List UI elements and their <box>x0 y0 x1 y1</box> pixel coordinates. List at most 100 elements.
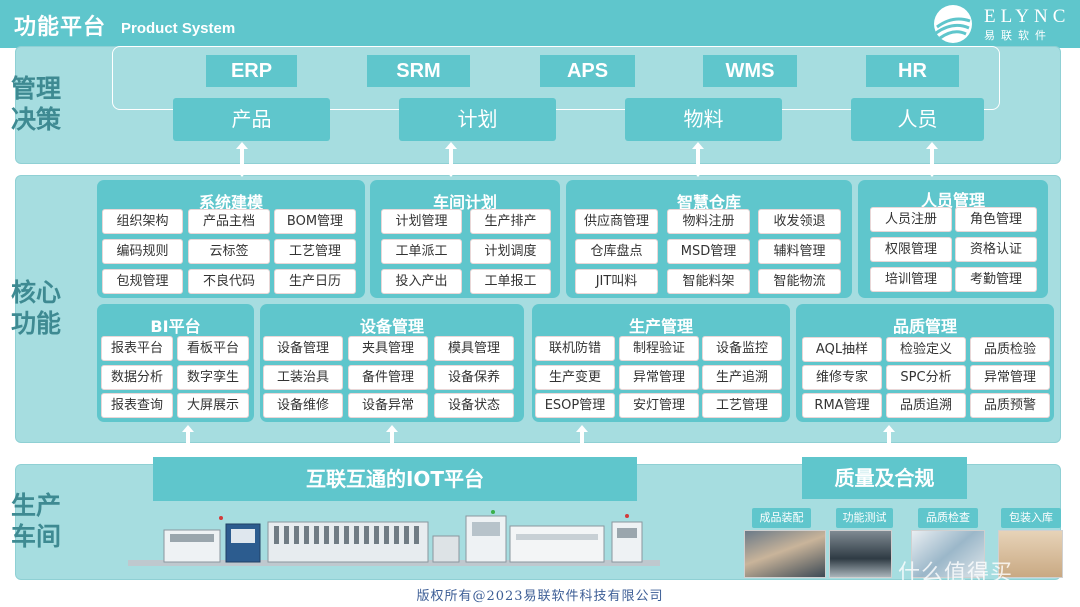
module-quality: 品质管理 AQL抽样 检验定义 品质检验 维修专家 SPC分析 异常管理 RMA… <box>796 304 1054 422</box>
module-title: 生产管理 <box>628 317 693 336</box>
module-item[interactable]: 大屏展示 <box>177 393 249 418</box>
module-title: 人员管理 <box>920 191 985 210</box>
module-item[interactable]: 投入产出 <box>381 269 462 294</box>
systems-frame <box>112 46 1000 110</box>
module-item[interactable]: 制程验证 <box>619 336 699 361</box>
smt-production-line-image <box>128 510 660 566</box>
module-item[interactable]: 模具管理 <box>434 336 514 361</box>
module-item[interactable]: 工装治具 <box>263 365 343 390</box>
module-item[interactable]: 联机防错 <box>535 336 615 361</box>
module-item[interactable]: 品质追溯 <box>886 393 966 418</box>
company-logo: ELYNC 易联软件 <box>932 2 1072 46</box>
module-item[interactable]: 生产追溯 <box>702 365 782 390</box>
module-item[interactable]: 夹具管理 <box>348 336 428 361</box>
category-plan: 计划 <box>399 98 556 141</box>
module-item[interactable]: 设备异常 <box>348 393 428 418</box>
module-item[interactable]: 检验定义 <box>886 337 966 362</box>
module-item[interactable]: 产品主档 <box>188 209 270 234</box>
module-item[interactable]: 仓库盘点 <box>575 239 658 264</box>
module-item[interactable]: 安灯管理 <box>619 393 699 418</box>
assembly-photo <box>744 530 826 578</box>
module-item[interactable]: 供应商管理 <box>575 209 658 234</box>
category-material: 物料 <box>625 98 782 141</box>
module-item[interactable]: 工艺管理 <box>702 393 782 418</box>
function-test-photo <box>829 530 892 578</box>
module-item[interactable]: 智能物流 <box>758 269 841 294</box>
system-hr: HR <box>866 55 959 87</box>
module-item[interactable]: 计划调度 <box>470 239 551 264</box>
iot-platform-bar: 互联互通的IOT平台 <box>153 457 637 501</box>
module-item[interactable]: 权限管理 <box>870 237 952 262</box>
section-label-shopfloor: 生产车间 <box>10 491 61 551</box>
module-item[interactable]: 设备保养 <box>434 365 514 390</box>
module-title: 车间计划 <box>432 193 497 212</box>
copyright-text: 版权所有@2023易联软件科技有限公司 <box>416 589 664 604</box>
double-arrow-icon <box>385 424 399 460</box>
double-arrow-icon <box>444 141 458 178</box>
module-item[interactable]: 计划管理 <box>381 209 462 234</box>
module-item[interactable]: AQL抽样 <box>802 337 882 362</box>
system-aps: APS <box>540 55 635 87</box>
module-item[interactable]: 异常管理 <box>970 365 1050 390</box>
module-item[interactable]: 数字孪生 <box>177 365 249 390</box>
module-item[interactable]: 报表查询 <box>101 393 173 418</box>
module-item[interactable]: 生产排产 <box>470 209 551 234</box>
module-item[interactable]: 人员注册 <box>870 207 952 232</box>
logo-brand-cn: 易联软件 <box>984 29 1052 42</box>
module-item[interactable]: 编码规则 <box>102 239 183 264</box>
module-item[interactable]: 收发领退 <box>758 209 841 234</box>
module-item[interactable]: 角色管理 <box>955 207 1037 232</box>
module-item[interactable]: 云标签 <box>188 239 270 264</box>
module-item[interactable]: 考勤管理 <box>955 267 1037 292</box>
watermark-text: 什么值得买 shifair <box>898 560 1014 607</box>
module-title: 设备管理 <box>359 317 424 336</box>
module-item[interactable]: 备件管理 <box>348 365 428 390</box>
module-item[interactable]: 维修专家 <box>802 365 882 390</box>
photo-label: 成品装配 <box>752 508 811 528</box>
module-item[interactable]: RMA管理 <box>802 393 882 418</box>
module-item[interactable]: 资格认证 <box>955 237 1037 262</box>
module-item[interactable]: 工单报工 <box>470 269 551 294</box>
double-arrow-icon <box>882 424 896 460</box>
module-item[interactable]: JIT叫料 <box>575 269 658 294</box>
section-label-core: 核心功能 <box>10 278 61 338</box>
module-item[interactable]: 不良代码 <box>188 269 270 294</box>
double-arrow-icon <box>925 141 939 178</box>
module-item[interactable]: 看板平台 <box>177 336 249 361</box>
module-item[interactable]: BOM管理 <box>274 209 356 234</box>
module-item[interactable]: 报表平台 <box>101 336 173 361</box>
module-item[interactable]: 设备监控 <box>702 336 782 361</box>
module-item[interactable]: 生产日历 <box>274 269 356 294</box>
module-equipment: 设备管理 设备管理 夹具管理 模具管理 工装治具 备件管理 设备保养 设备维修 … <box>260 304 524 422</box>
module-item[interactable]: 培训管理 <box>870 267 952 292</box>
module-item[interactable]: 设备维修 <box>263 393 343 418</box>
module-item[interactable]: ESOP管理 <box>535 393 615 418</box>
logo-sphere-icon <box>934 5 972 43</box>
module-item[interactable]: 智能料架 <box>667 269 750 294</box>
module-item[interactable]: 数据分析 <box>101 365 173 390</box>
module-item[interactable]: 工艺管理 <box>274 239 356 264</box>
module-item[interactable]: 品质预警 <box>970 393 1050 418</box>
system-srm: SRM <box>367 55 470 87</box>
page-subtitle: Product System <box>121 20 236 37</box>
module-item[interactable]: 品质检验 <box>970 337 1050 362</box>
module-item[interactable]: MSD管理 <box>667 239 750 264</box>
section-label-management: 管理决策 <box>10 74 61 134</box>
module-bi-platform: BI平台 报表平台 看板平台 数据分析 数字孪生 报表查询 大屏展示 <box>97 304 254 422</box>
double-arrow-icon <box>575 424 589 460</box>
module-item[interactable]: 物料注册 <box>667 209 750 234</box>
module-title: BI平台 <box>150 317 201 336</box>
module-item[interactable]: 异常管理 <box>619 365 699 390</box>
module-item[interactable]: 设备状态 <box>434 393 514 418</box>
module-item[interactable]: 包规管理 <box>102 269 183 294</box>
double-arrow-icon <box>181 424 195 460</box>
module-item[interactable]: 生产变更 <box>535 365 615 390</box>
module-item[interactable]: SPC分析 <box>886 365 966 390</box>
module-item[interactable]: 设备管理 <box>263 336 343 361</box>
logo-brand: ELYNC <box>984 6 1071 27</box>
module-item[interactable]: 工单派工 <box>381 239 462 264</box>
module-item[interactable]: 组织架构 <box>102 209 183 234</box>
double-arrow-icon <box>691 141 705 178</box>
module-item[interactable]: 辅料管理 <box>758 239 841 264</box>
module-production: 生产管理 联机防错 制程验证 设备监控 生产变更 异常管理 生产追溯 ESOP管… <box>532 304 790 422</box>
